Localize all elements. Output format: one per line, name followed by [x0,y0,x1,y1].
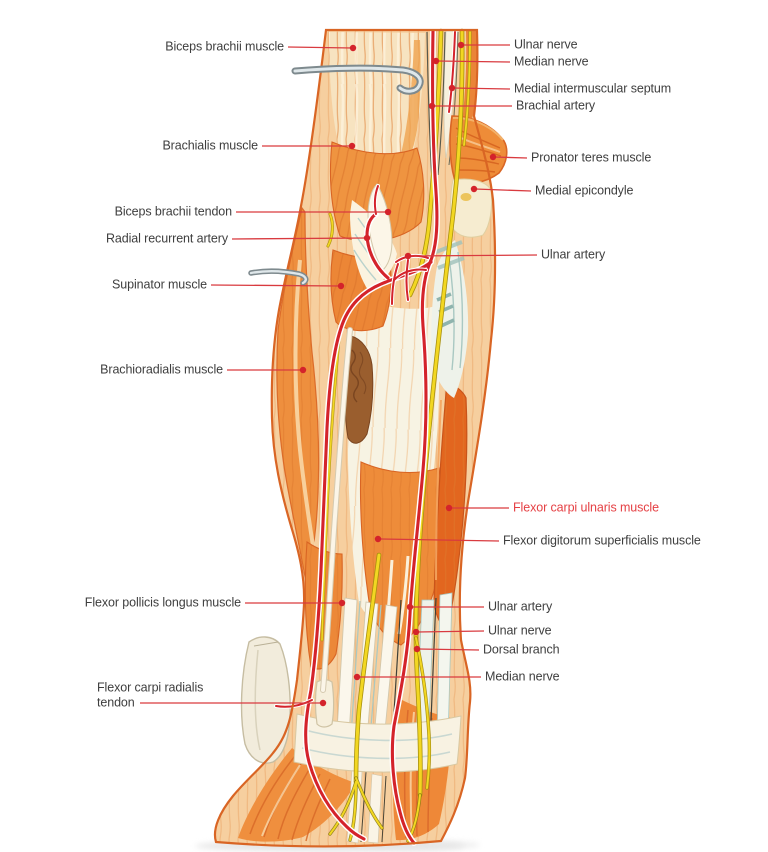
retractor-tool-top [291,64,424,95]
leader-median-nerve-upper [432,57,511,65]
label-medial-epicondyle: Medial epicondyle [535,183,634,198]
label-flexor-carpi-ulnaris-muscle: Flexor carpi ulnaris muscle [513,500,659,515]
leader-biceps-brachii-muscle [287,44,357,52]
label-flexor-digitorum-superficialis-muscle: Flexor digitorum superficialis muscle [503,533,701,548]
leader-biceps-brachii-tendon [236,208,392,216]
label-biceps-brachii-tendon: Biceps brachii tendon [114,204,233,219]
ulnar-artery-line [390,258,433,845]
flexor-carpi-ulnaris-shape [433,381,468,631]
leader-flexor-digitorum-superficialis-muscle [374,535,500,543]
label-biceps-brachii-muscle: Biceps brachii muscle [165,39,284,54]
label-pronator-teres-muscle: Pronator teres muscle [531,150,652,165]
torn-tissue-ruffle [344,335,374,444]
leader-pronator-teres-muscle [489,153,528,161]
label-radial-recurrent-artery: Radial recurrent artery [105,231,228,246]
label-median-nerve-lower: Median nerve [485,669,560,684]
leader-lines [140,41,538,707]
leader-brachial-artery [428,102,512,110]
biceps-brachii-shape [329,32,425,207]
leader-medial-intermuscular-septum [448,84,511,92]
leader-flexor-carpi-radialis-tendon [140,699,327,707]
radial-artery-line [304,260,433,841]
label-ulnar-nerve-lower: Ulnar nerve [488,623,552,638]
brachial-artery-line [429,29,439,262]
retractor-tool-left [248,268,309,286]
label-ulnar-artery-upper: Ulnar artery [541,247,606,262]
label-brachial-artery: Brachial artery [516,98,596,113]
medial-epicondyle-shape [450,178,493,238]
leader-median-nerve-lower [353,673,481,681]
leader-ulnar-nerve-lower [412,628,485,636]
flexor-retinaculum [293,713,462,773]
label-flexor-carpi-radialis-tendon: Flexor carpi radialis tendon [97,680,204,709]
label-supinator-muscle: Supinator muscle [112,277,207,292]
fcr-tendon-cord [320,327,353,693]
label-ulnar-artery-lower: Ulnar artery [488,599,553,614]
label-median-nerve-upper: Median nerve [514,54,589,69]
label-ulnar-nerve-upper: Ulnar nerve [514,37,578,52]
arteries [274,28,457,846]
leader-ulnar-artery-lower [406,603,484,611]
dorsal-branch-line [415,637,431,789]
leader-ulnar-nerve-upper [457,41,510,49]
leader-ulnar-artery-upper [404,252,538,260]
leader-flexor-carpi-ulnaris-muscle [445,504,509,512]
label-medial-intermuscular-septum: Medial intermuscular septum [514,81,672,96]
leader-dorsal-branch [413,645,480,653]
leader-radial-recurrent-artery [231,234,371,242]
median-nerve-lower-line [354,553,381,784]
leader-brachialis-muscle [262,142,356,150]
leader-brachioradialis-muscle [227,366,307,374]
brachioradialis-muscle-shape [276,207,320,583]
leader-supinator-muscle [210,282,345,290]
thumb-stub [240,636,291,764]
leader-medial-epicondyle [470,185,532,193]
label-flexor-pollicis-longus-muscle: Flexor pollicis longus muscle [84,595,241,610]
label-brachioradialis-muscle: Brachioradialis muscle [100,362,223,377]
label-dorsal-branch: Dorsal branch [483,642,560,657]
label-brachialis-muscle: Brachialis muscle [162,138,258,153]
leader-flexor-pollicis-longus-muscle [245,599,346,607]
